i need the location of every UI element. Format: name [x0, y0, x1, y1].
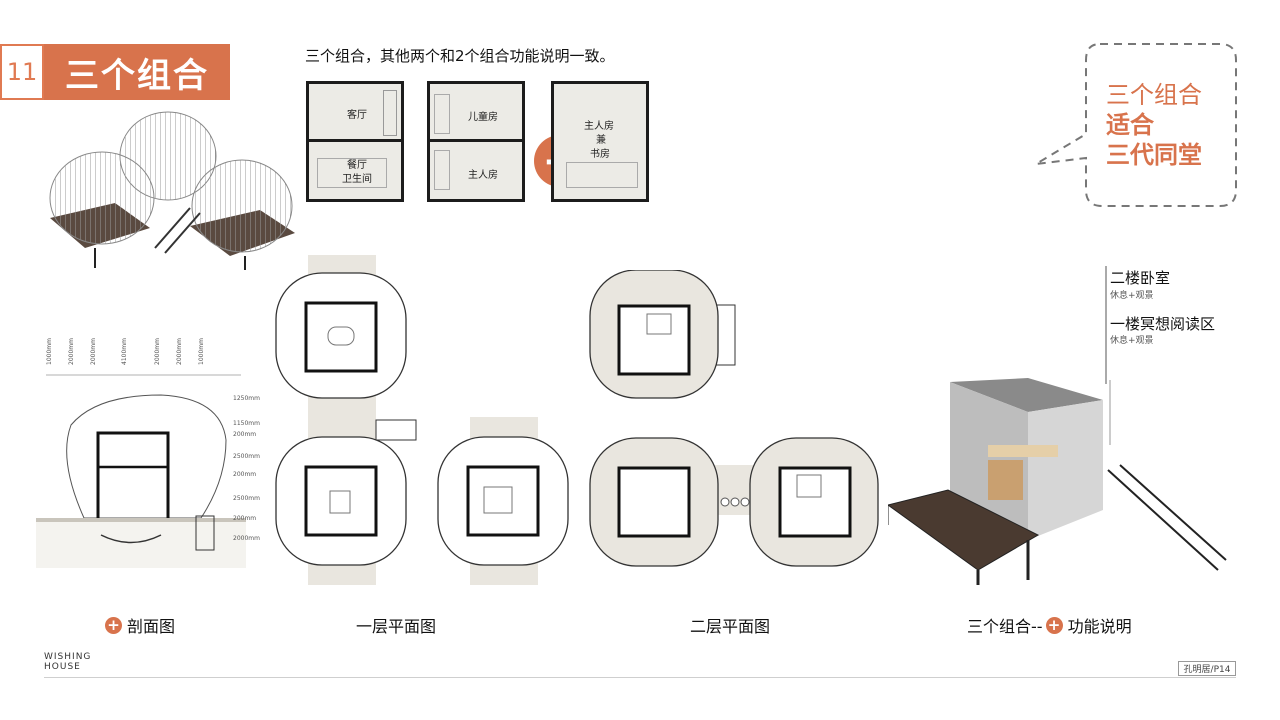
dim-side-1: 1250mm	[233, 395, 260, 402]
room-label-dining: 餐厅	[347, 160, 367, 171]
page-number: 孔明居/P14	[1178, 661, 1236, 676]
floor-plan-1	[275, 255, 569, 585]
callout-rule	[1105, 266, 1107, 384]
room-label-master2: 主人房	[584, 121, 614, 132]
plus-icon: +	[105, 616, 122, 634]
dim-top-7: 1000mm	[197, 338, 205, 365]
footer-brand: WISHING HOUSE	[44, 652, 91, 672]
bubble-line-3: 三代同堂	[1106, 141, 1202, 169]
caption-section-text: 剖面图	[127, 617, 176, 636]
dim-top-5: 2000mm	[153, 338, 161, 365]
caption-function-suffix: 功能说明	[1067, 617, 1132, 636]
caption-function: 三个组合-- + 功能说明	[967, 613, 1132, 637]
room-card-living: 客厅 餐厅 卫生间	[306, 81, 404, 202]
dim-top-6: 2000mm	[175, 338, 183, 365]
caption-floor1: 一层平面图	[356, 617, 437, 636]
page-title: 三个组合	[44, 44, 230, 100]
footer-brand-line1: WISHING	[44, 652, 92, 662]
speech-bubble	[1035, 43, 1237, 207]
bubble-line-1: 三个组合	[1106, 81, 1202, 109]
dim-side-5: 200mm	[233, 471, 257, 478]
dim-top-4: 4100mm	[120, 338, 128, 365]
dim-side-7: 200mm	[233, 515, 257, 522]
room-label-kids: 儿童房	[468, 112, 498, 123]
callout-floor1-sub: 休息+观景	[1110, 336, 1154, 346]
dim-side-8: 2000mm	[233, 535, 260, 542]
dim-top-3: 2000mm	[89, 338, 97, 365]
room-card-master-study: 主人房 兼 书房	[551, 81, 649, 202]
room-label-bathroom: 卫生间	[342, 174, 372, 185]
callout-floor2-title: 二楼卧室	[1110, 269, 1171, 287]
dim-side-2: 1150mm	[233, 420, 260, 427]
callout-floor1-title: 一楼冥想阅读区	[1110, 315, 1216, 333]
dim-top-2: 2000mm	[67, 338, 75, 365]
footer-brand-line2: HOUSE	[44, 662, 81, 672]
page-description: 三个组合，其他两个和2个组合功能说明一致。	[305, 47, 615, 65]
floor-plan-2	[589, 270, 879, 567]
room-label-study: 书房	[590, 149, 610, 160]
room-label-master: 主人房	[468, 170, 498, 181]
room-card-bedrooms: 儿童房 主人房	[427, 81, 525, 202]
room-label-and: 兼	[596, 135, 606, 146]
bubble-line-2: 适合	[1106, 111, 1154, 139]
dim-side-6: 2500mm	[233, 495, 260, 502]
caption-function-prefix: 三个组合--	[967, 617, 1043, 636]
footer-divider	[44, 677, 1236, 678]
section-drawing	[36, 374, 246, 568]
section-top-dims: 1000mm 2000mm 2000mm 4100mm 2000mm 2000m…	[46, 338, 236, 372]
plus-icon: +	[1045, 616, 1063, 634]
caption-floor2: 二层平面图	[690, 617, 771, 636]
dim-side-3: 200mm	[233, 431, 257, 438]
dim-top-1: 1000mm	[45, 338, 53, 365]
three-pods-illustration	[49, 111, 295, 270]
dim-side-4: 2500mm	[233, 453, 260, 460]
room-label-living: 客厅	[347, 110, 367, 121]
section-number: 11	[0, 44, 44, 100]
section-side-dims: 1250mm 1150mm 200mm 2500mm 200mm 2500mm …	[233, 395, 273, 545]
caption-section: + 剖面图	[105, 613, 175, 637]
callout-floor2-sub: 休息+观景	[1110, 291, 1154, 301]
cutaway-illustration	[888, 378, 1227, 585]
